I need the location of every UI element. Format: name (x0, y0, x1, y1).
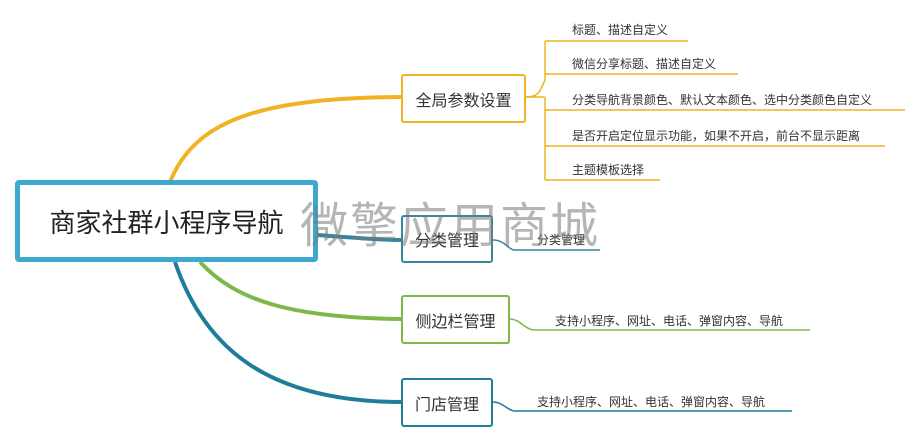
branch-node-global-settings[interactable]: 全局参数设置 (401, 74, 526, 123)
leaf-category-colors[interactable]: 分类导航背景颜色、默认文本颜色、选中分类颜色自定义 (572, 93, 873, 107)
root-node[interactable]: 商家社群小程序导航 (15, 180, 318, 262)
leaf-store-features[interactable]: 支持小程序、网址、电话、弹窗内容、导航 (537, 395, 766, 409)
branch-node-store-management[interactable]: 门店管理 (401, 378, 493, 427)
connector-store (173, 261, 403, 404)
connector-global-settings (168, 95, 403, 183)
branch-node-sidebar-management[interactable]: 侧边栏管理 (401, 295, 510, 344)
leaf-location-display[interactable]: 是否开启定位显示功能，如果不开启，前台不显示距离 (572, 129, 861, 143)
leaf-title-description[interactable]: 标题、描述自定义 (572, 23, 669, 37)
leaf-theme-template[interactable]: 主题模板选择 (572, 163, 645, 177)
watermark-text: 微擎应用商城 (300, 198, 601, 254)
branch-node-category-management[interactable]: 分类管理 (401, 215, 493, 263)
leaf-wechat-share[interactable]: 微信分享标题、描述自定义 (572, 57, 717, 71)
connector-sidebar (198, 260, 403, 321)
leaf-connector-sidebar (509, 318, 810, 331)
leaf-sidebar-features[interactable]: 支持小程序、网址、电话、弹窗内容、导航 (555, 314, 784, 328)
bracket-global-settings (525, 41, 546, 180)
leaf-category-management[interactable]: 分类管理 (537, 233, 586, 247)
leaf-connector-category (492, 239, 600, 251)
leaf-connector-store (492, 401, 792, 412)
